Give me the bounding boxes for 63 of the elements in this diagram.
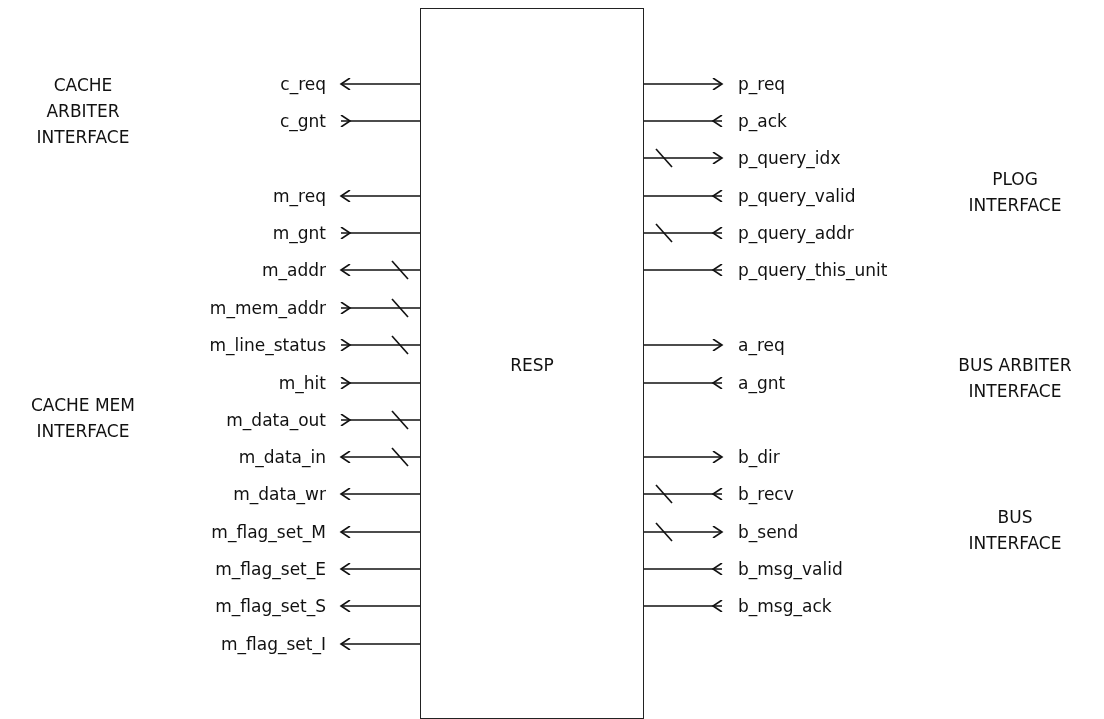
signal-arrow bbox=[340, 450, 421, 464]
signal-name: c_req bbox=[280, 73, 341, 95]
signal-arrow bbox=[643, 226, 723, 240]
signal-arrow bbox=[340, 562, 421, 576]
interface-label: BUS ARBITER INTERFACE bbox=[957, 354, 1073, 403]
signal-name: m_data_in bbox=[238, 446, 341, 468]
signal-name: b_dir bbox=[722, 446, 780, 468]
signal-name: m_flag_set_E bbox=[215, 558, 341, 580]
signal-name: b_send bbox=[722, 521, 799, 543]
interface-label: BUS INTERFACE bbox=[967, 506, 1063, 555]
signal-name: m_flag_set_M bbox=[211, 521, 341, 543]
signal-name: m_flag_set_S bbox=[215, 595, 341, 617]
signal-arrow bbox=[643, 114, 723, 128]
interface-label: CACHE MEM INTERFACE bbox=[29, 394, 137, 443]
signal-name: b_recv bbox=[722, 483, 794, 505]
signal-arrow bbox=[643, 562, 723, 576]
signal-name: p_ack bbox=[722, 110, 787, 132]
signal-arrow bbox=[340, 487, 421, 501]
signal-arrow bbox=[340, 226, 421, 240]
signal-name: p_query_idx bbox=[722, 147, 841, 169]
signal-arrow bbox=[340, 525, 421, 539]
signal-arrow bbox=[643, 599, 723, 613]
signal-arrow bbox=[643, 189, 723, 203]
module-box bbox=[420, 8, 644, 719]
signal-name: m_data_wr bbox=[233, 483, 341, 505]
signal-arrow bbox=[340, 338, 421, 352]
signal-arrow bbox=[643, 450, 723, 464]
signal-name: m_hit bbox=[278, 372, 341, 394]
signal-arrow bbox=[340, 376, 421, 390]
signal-name: m_gnt bbox=[272, 222, 341, 244]
signal-name: m_addr bbox=[261, 259, 341, 281]
signal-arrow bbox=[643, 151, 723, 165]
signal-arrow bbox=[340, 637, 421, 651]
interface-label: PLOG INTERFACE bbox=[967, 168, 1063, 217]
signal-arrow bbox=[340, 77, 421, 91]
signal-arrow bbox=[340, 189, 421, 203]
signal-name: p_query_addr bbox=[722, 222, 854, 244]
signal-name: m_flag_set_I bbox=[221, 633, 341, 655]
signal-arrow bbox=[340, 263, 421, 277]
signal-arrow bbox=[340, 599, 421, 613]
signal-name: b_msg_ack bbox=[722, 595, 832, 617]
signal-name: c_gnt bbox=[279, 110, 341, 132]
signal-name: a_gnt bbox=[722, 372, 786, 394]
interface-label: CACHE ARBITER INTERFACE bbox=[35, 74, 131, 149]
signal-name: p_query_valid bbox=[722, 185, 856, 207]
signal-name: a_req bbox=[722, 334, 785, 356]
signal-arrow bbox=[340, 114, 421, 128]
signal-name: m_req bbox=[273, 185, 341, 207]
signal-name: m_line_status bbox=[209, 334, 341, 356]
signal-name: m_mem_addr bbox=[209, 297, 341, 319]
signal-name: m_data_out bbox=[226, 409, 341, 431]
signal-arrow bbox=[340, 413, 421, 427]
signal-name: p_req bbox=[722, 73, 786, 95]
module-name: RESP bbox=[509, 354, 555, 377]
signal-name: b_msg_valid bbox=[722, 558, 843, 580]
signal-arrow bbox=[643, 77, 723, 91]
signal-arrow bbox=[643, 338, 723, 352]
signal-arrow bbox=[340, 301, 421, 315]
signal-name: p_query_this_unit bbox=[722, 259, 888, 281]
signal-arrow bbox=[643, 263, 723, 277]
signal-arrow bbox=[643, 525, 723, 539]
signal-arrow bbox=[643, 376, 723, 390]
signal-arrow bbox=[643, 487, 723, 501]
